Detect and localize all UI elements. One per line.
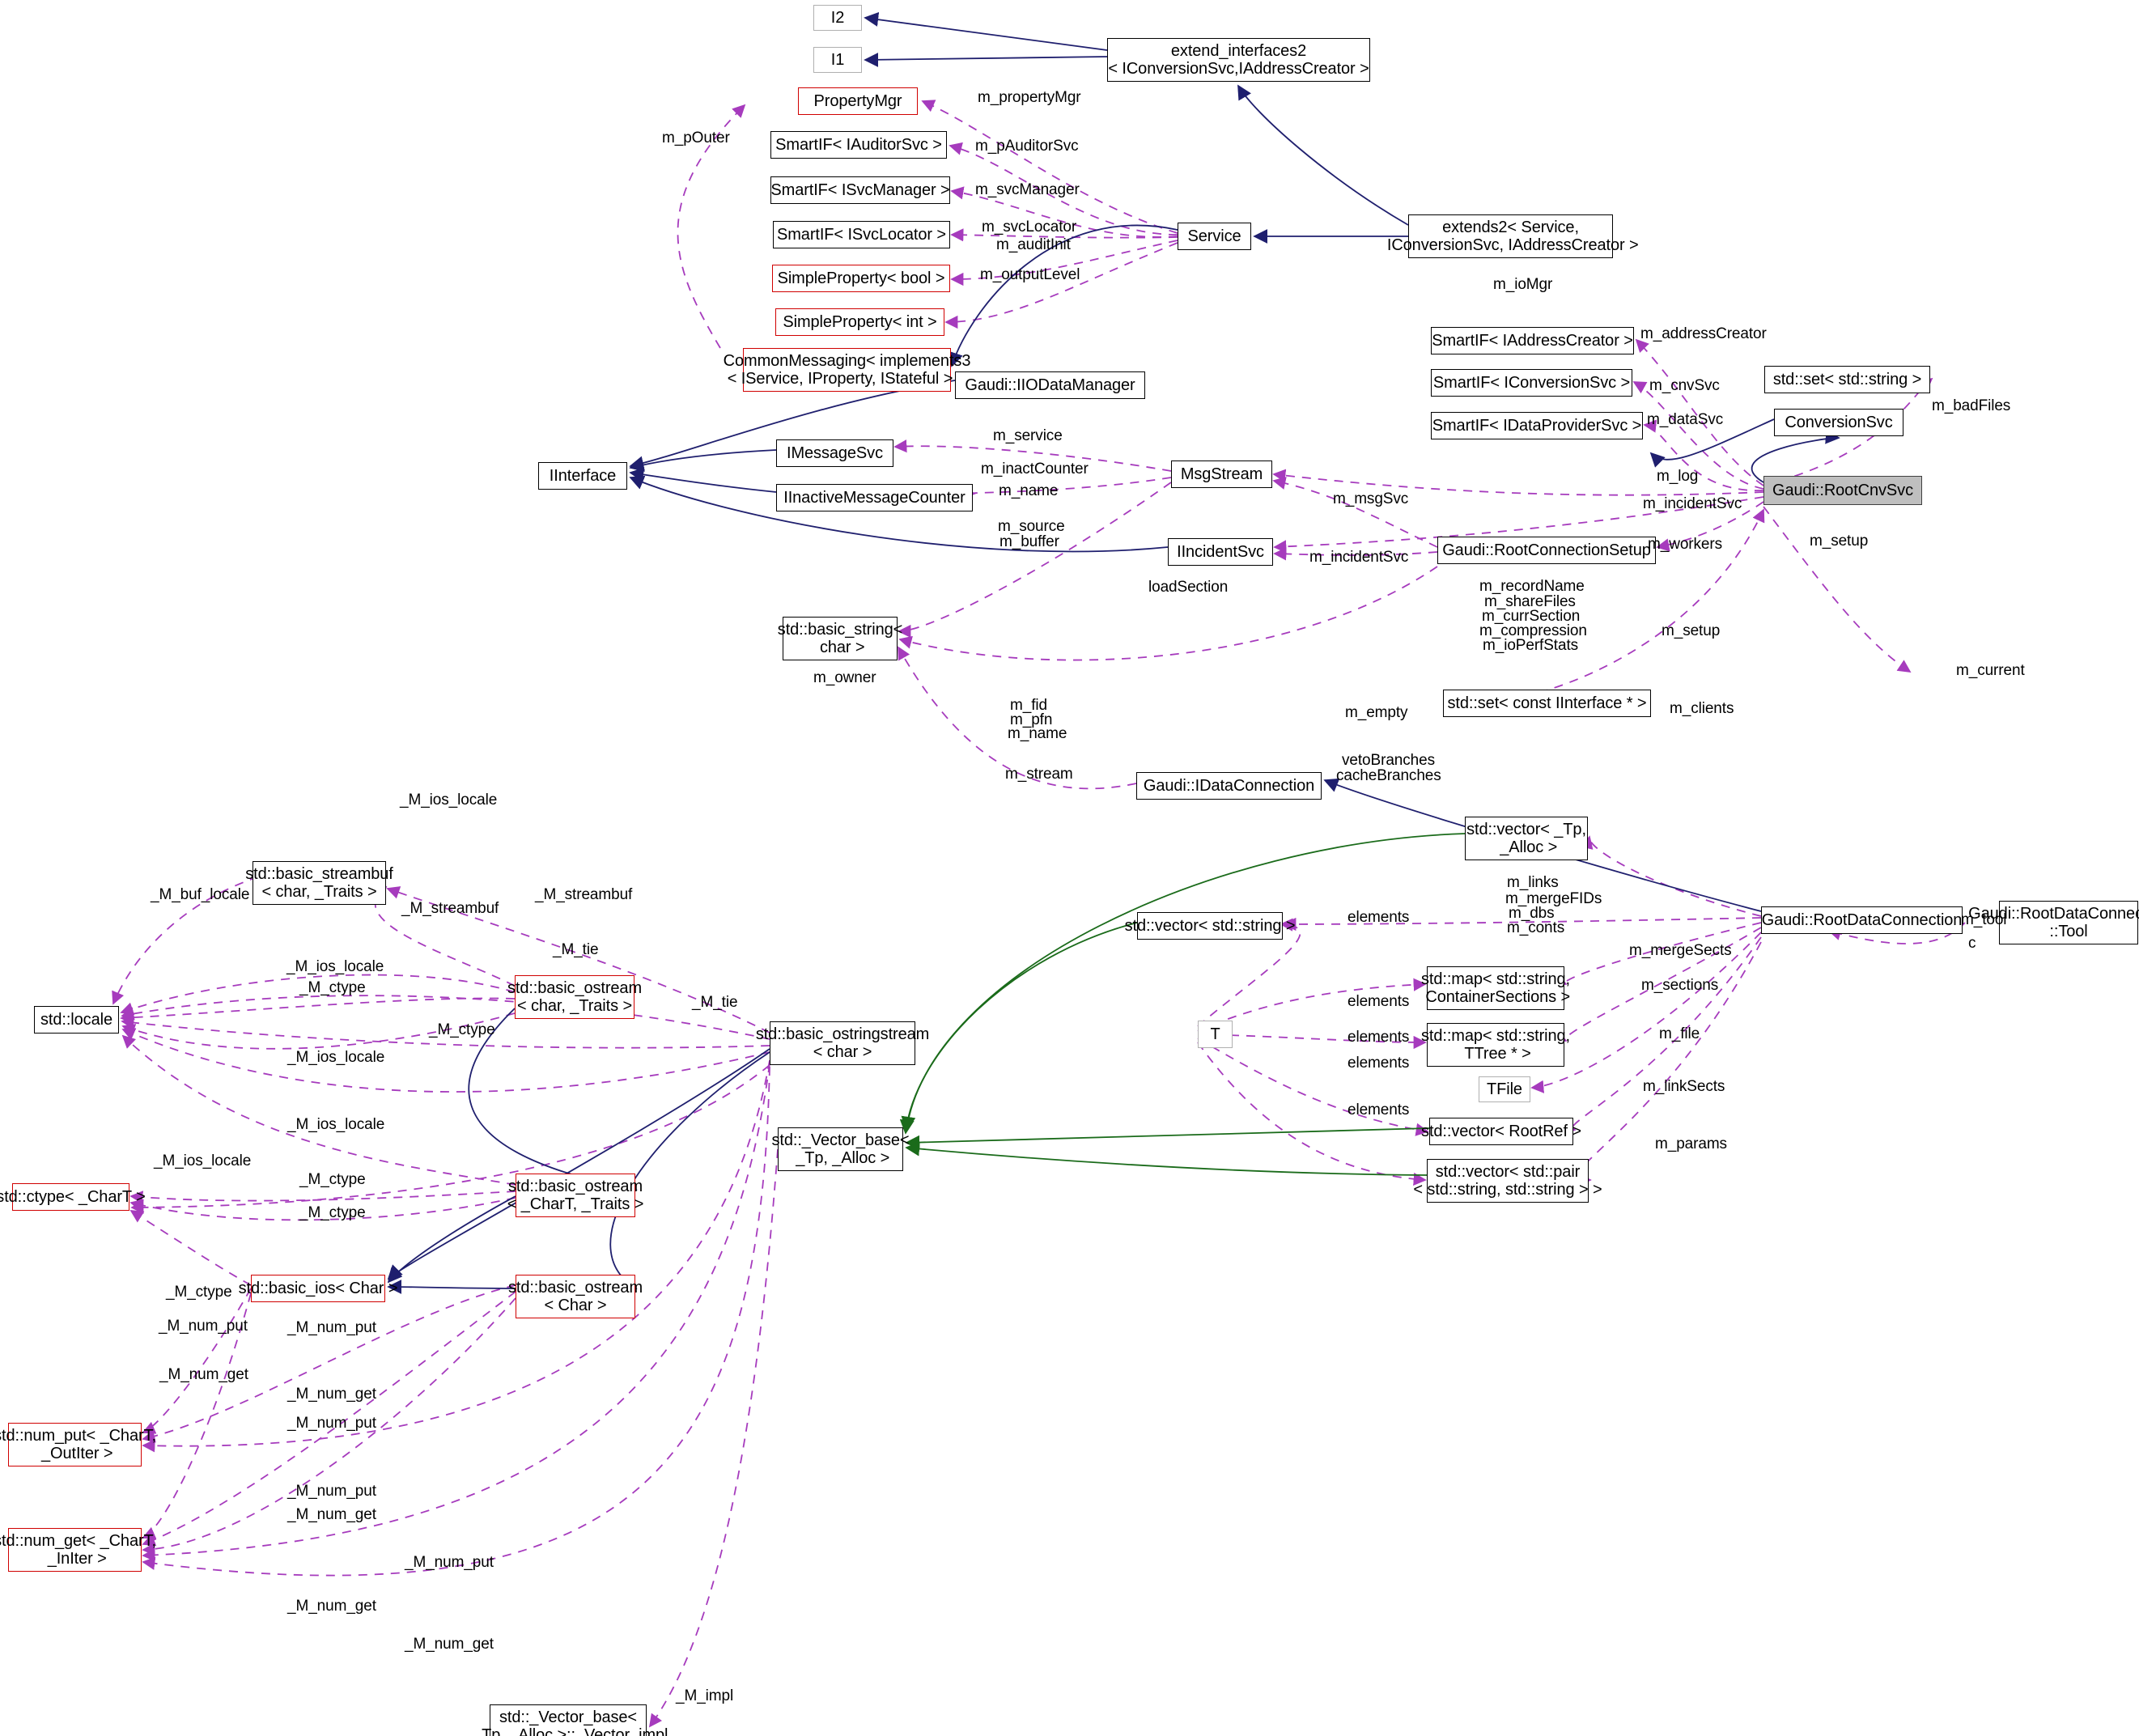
class-node-vector_impl[interactable]: std::_Vector_base< _Tp, _Alloc >::_Vecto… [473, 1704, 668, 1736]
class-node-rootdataconnection_tool[interactable]: Gaudi::RootDataConnection ::Tool [1968, 901, 2139, 944]
class-node-map_ttree[interactable]: std::map< std::string, TTree * > [1421, 1023, 1570, 1067]
class-node-basic_ios_char[interactable]: std::basic_ios< Char > [239, 1275, 398, 1302]
class-node-map_containersections[interactable]: std::map< std::string, ContainerSections… [1421, 966, 1570, 1010]
class-node-simpleproperty_int[interactable]: SimpleProperty< int > [775, 308, 944, 336]
class-node-t_node[interactable]: T [1198, 1021, 1233, 1048]
class-node-msgstream[interactable]: MsgStream [1171, 461, 1272, 488]
class-node-smartif_isvclocator[interactable]: SmartIF< ISvcLocator > [773, 221, 950, 248]
class-node-smartif_iaddresscreator[interactable]: SmartIF< IAddressCreator > [1431, 327, 1634, 354]
class-node-iinterface[interactable]: IInterface [538, 462, 627, 490]
class-node-commonmessaging[interactable]: CommonMessaging< implements3 < IService,… [724, 348, 970, 392]
class-node-num_get[interactable]: std::num_get< _CharT, _InIter > [0, 1528, 156, 1572]
class-node-service[interactable]: Service [1178, 223, 1251, 250]
class-node-vector_string[interactable]: std::vector< std::string > [1125, 912, 1296, 940]
class-node-basic_ostringstream_char[interactable]: std::basic_ostringstream < char > [756, 1021, 929, 1065]
class-node-smartif_idataprovidersvc[interactable]: SmartIF< IDataProviderSvc > [1431, 412, 1643, 439]
class-node-propertymgr[interactable]: PropertyMgr [798, 87, 918, 115]
class-node-rootcnvsvc[interactable]: Gaudi::RootCnvSvc [1763, 476, 1922, 505]
class-node-locale[interactable]: std::locale [34, 1006, 119, 1034]
class-node-imessagesvc[interactable]: IMessageSvc [776, 439, 893, 467]
class-node-vector_rootref[interactable]: std::vector< RootRef > [1421, 1118, 1581, 1145]
class-node-conversionsvc[interactable]: ConversionSvc [1774, 409, 1903, 436]
class-node-ctype_chart[interactable]: std::ctype< _CharT > [0, 1183, 146, 1211]
class-node-set_string[interactable]: std::set< std::string > [1764, 366, 1930, 393]
class-node-iodatamanager[interactable]: Gaudi::IIODataManager [955, 371, 1145, 399]
class-node-basic_ostream_chart_traits[interactable]: std::basic_ostream < _CharT, _Traits > [507, 1174, 643, 1217]
class-node-smartif_iconversionsvc[interactable]: SmartIF< IConversionSvc > [1431, 369, 1632, 397]
class-node-vector_pair_string[interactable]: std::vector< std::pair < std::string, st… [1413, 1159, 1602, 1203]
class-node-iincidentsvc[interactable]: IIncidentSvc [1168, 538, 1273, 566]
class-node-smartif_isvcmanager[interactable]: SmartIF< ISvcManager > [770, 176, 950, 204]
class-node-basic_string_char[interactable]: std::basic_string< char > [778, 617, 902, 660]
class-node-tfile[interactable]: TFile [1479, 1076, 1530, 1102]
class-node-vector_base[interactable]: std::_Vector_base< _Tp, _Alloc > [772, 1127, 910, 1171]
class-node-extends2[interactable]: extends2< Service, IConversionSvc, IAddr… [1387, 214, 1639, 258]
class-node-smartif_iauditorsvc[interactable]: SmartIF< IAuditorSvc > [770, 131, 947, 159]
class-node-iinactivemessagecounter[interactable]: IInactiveMessageCounter [776, 484, 973, 511]
class-node-extend_interfaces2[interactable]: extend_interfaces2 < IConversionSvc,IAdd… [1107, 38, 1370, 82]
class-node-basic_streambuf[interactable]: std::basic_streambuf < char, _Traits > [245, 861, 393, 905]
class-node-set_const_iinterface[interactable]: std::set< const IInterface * > [1443, 690, 1651, 717]
class-node-rootconnectionsetup[interactable]: Gaudi::RootConnectionSetup [1437, 537, 1656, 564]
class-node-basic_ostream_char_traits[interactable]: std::basic_ostream < char, _Traits > [507, 975, 642, 1019]
class-node-num_put[interactable]: std::num_put< _CharT, _OutIter > [0, 1423, 156, 1466]
class-node-i2[interactable]: I2 [813, 5, 862, 31]
class-node-basic_ostream_char[interactable]: std::basic_ostream < Char > [508, 1275, 643, 1318]
class-node-rootdataconnection[interactable]: Gaudi::RootDataConnection [1761, 906, 1963, 934]
class-node-idataconnection[interactable]: Gaudi::IDataConnection [1136, 772, 1322, 800]
class-node-simpleproperty_bool[interactable]: SimpleProperty< bool > [772, 265, 950, 292]
class-node-vector_tp_alloc[interactable]: std::vector< _Tp, _Alloc > [1465, 817, 1588, 860]
class-node-i1[interactable]: I1 [813, 47, 862, 73]
